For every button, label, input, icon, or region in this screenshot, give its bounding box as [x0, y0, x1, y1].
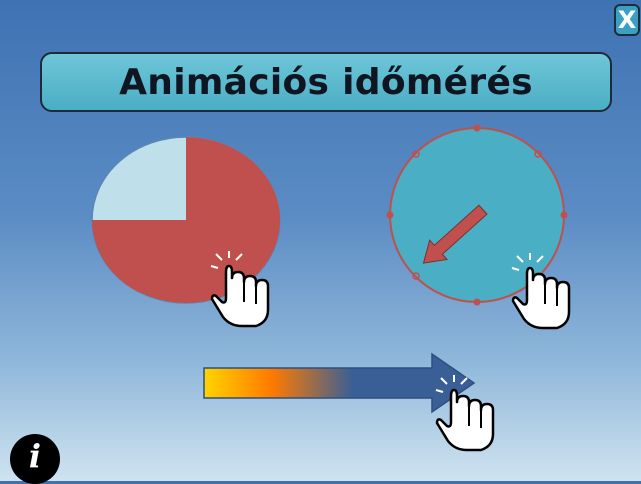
info-icon: i [28, 437, 42, 475]
clock-hand [422, 204, 488, 264]
pie-fade [91, 220, 186, 293]
info-button[interactable]: i [10, 434, 60, 484]
close-button[interactable]: X [614, 4, 640, 36]
close-icon: X [617, 6, 637, 34]
pie-timer[interactable] [91, 136, 281, 304]
title-banner: Animációs időmérés [40, 52, 612, 112]
progress-arrow[interactable] [203, 352, 476, 414]
page-title: Animációs időmérés [119, 61, 533, 103]
